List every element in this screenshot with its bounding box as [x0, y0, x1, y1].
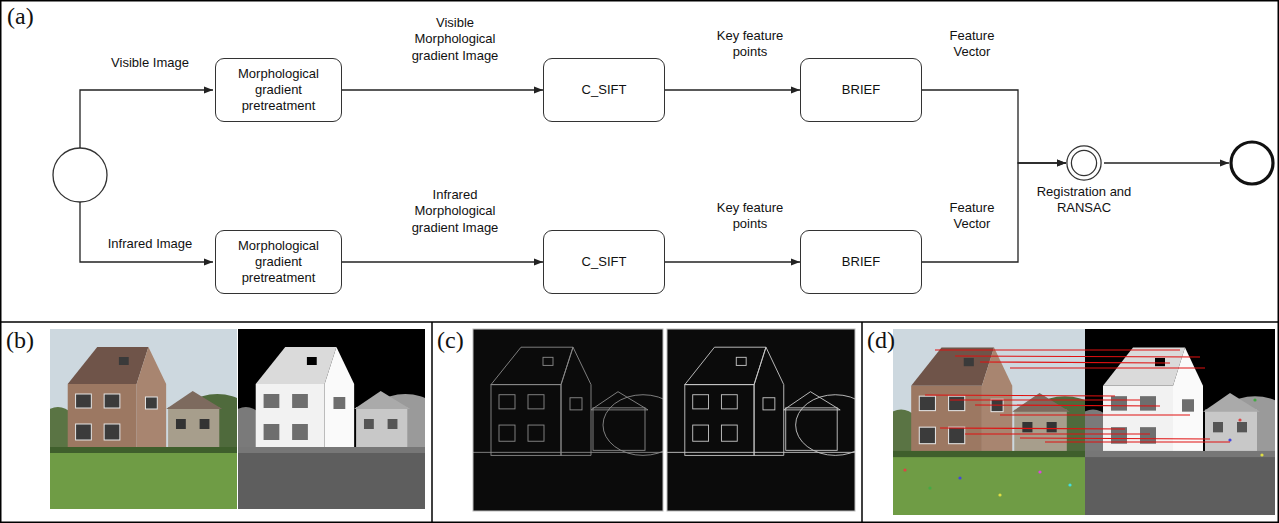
end-circle [1231, 142, 1273, 184]
panel-divider [861, 322, 863, 523]
box-label: Morphological gradient pretreatment [222, 238, 335, 287]
match-line [1010, 367, 1205, 368]
input-arrow [80, 202, 213, 262]
box-label: C_SIFT [582, 82, 627, 98]
flow-arrow [922, 163, 1066, 262]
outer-ring [1067, 146, 1101, 180]
match-line [1045, 441, 1230, 442]
edge-label: Key feature points [710, 28, 790, 61]
feature-point [958, 476, 961, 479]
process-box: C_SIFT [543, 230, 665, 294]
infrared-gradient-image [667, 329, 875, 511]
edge-label: Infrared Morphological gradient Image [399, 187, 511, 236]
match-line [955, 356, 1200, 357]
feature-point [998, 493, 1001, 496]
double-circle [1066, 145, 1102, 181]
input-label: Visible Image [111, 55, 189, 71]
input-arrow [80, 90, 213, 148]
panel-label: (b) [6, 327, 34, 353]
input-label: Infrared Image [108, 236, 193, 252]
process-box: Morphological gradient pretreatment [215, 230, 342, 294]
feature-point [1038, 470, 1041, 473]
match-line [950, 399, 1140, 400]
panel-label: (d) [867, 327, 895, 353]
output-arrow [1104, 162, 1229, 163]
match-line [935, 349, 1180, 350]
match-line [980, 362, 1170, 363]
flow-arrow [922, 90, 1066, 163]
feature-point [1253, 398, 1256, 401]
box-label: BRIEF [842, 254, 880, 270]
feature-point [903, 468, 906, 471]
match-line [1000, 414, 1190, 415]
feature-point [1068, 483, 1071, 486]
process-box: Morphological gradient pretreatment [215, 58, 342, 122]
match-line [940, 428, 1125, 429]
match-line [1020, 438, 1210, 439]
panel-label: (c) [437, 327, 464, 353]
panel-divider [431, 322, 433, 523]
node-caption: Registration and RANSAC [1026, 184, 1142, 217]
process-box: C_SIFT [543, 58, 665, 122]
image-border [473, 329, 663, 511]
image-border [667, 329, 855, 511]
flow-arrow [342, 89, 543, 90]
feature-point [928, 486, 931, 489]
box-label: Morphological gradient pretreatment [222, 66, 335, 115]
edge-label: Key feature points [710, 200, 790, 233]
flow-arrow [665, 261, 800, 262]
feature-point [1238, 418, 1241, 421]
edge-label: Feature Vector [941, 200, 1003, 233]
flow-arrow [665, 89, 800, 90]
process-box: BRIEF [800, 58, 922, 122]
feature-point [1228, 438, 1231, 441]
edge-label: Visible Morphological gradient Image [399, 15, 511, 64]
visible-gradient-image [473, 329, 683, 511]
box-label: C_SIFT [582, 254, 627, 270]
match-lines [925, 350, 1230, 442]
panel-divider [0, 321, 1279, 323]
inner-ring [1071, 150, 1096, 175]
visible-photo [38, 329, 256, 509]
infrared-photo [226, 329, 444, 509]
flow-arrow [342, 261, 543, 262]
connector-layer [342, 90, 1066, 262]
match-line [965, 433, 1150, 434]
feature-points [903, 398, 1263, 496]
process-box: BRIEF [800, 230, 922, 294]
box-label: BRIEF [842, 82, 880, 98]
start-circle [53, 148, 107, 202]
edge-label: Feature Vector [941, 28, 1003, 61]
match-line [975, 405, 1160, 406]
merge-circle: Registration and RANSAC [1066, 145, 1102, 181]
feature-point [1260, 453, 1263, 456]
panel-label: (a) [7, 3, 34, 29]
match-line [925, 395, 1115, 396]
